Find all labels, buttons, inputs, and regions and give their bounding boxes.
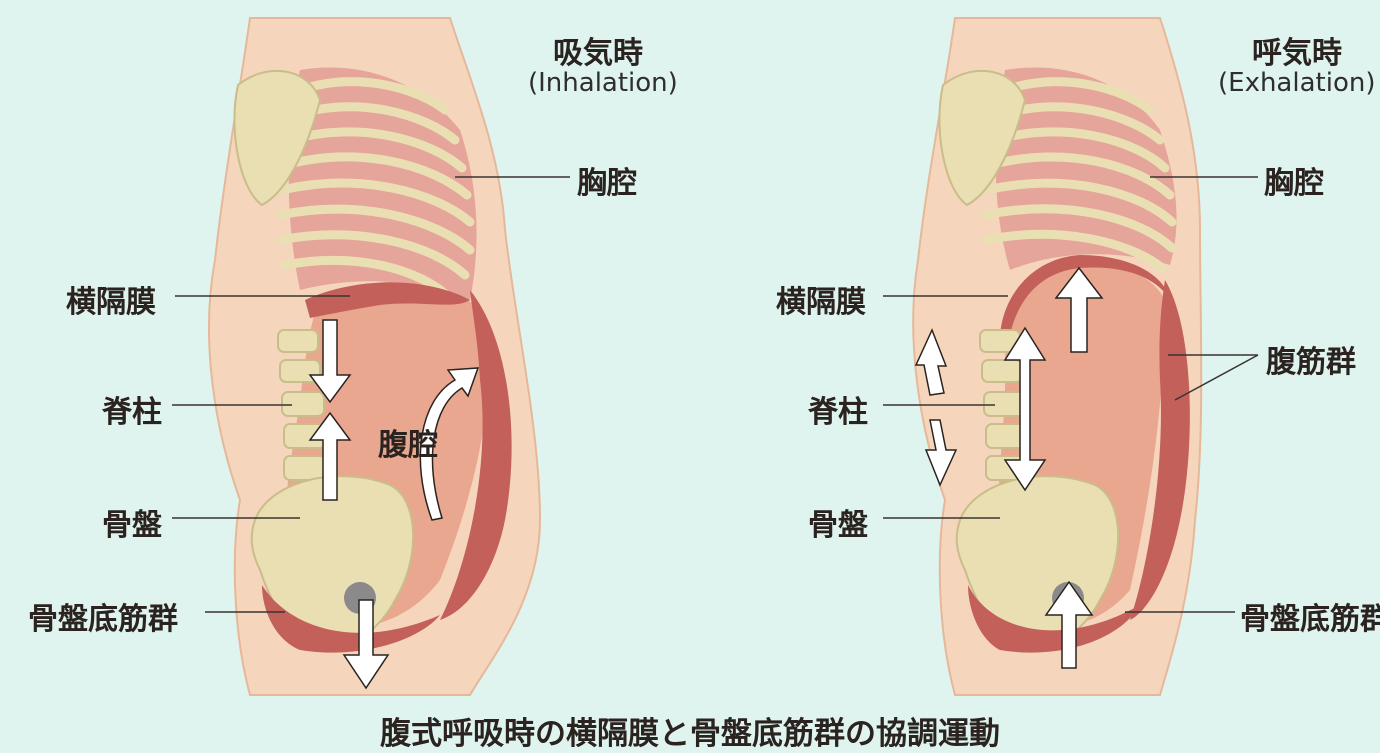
exhale-arrow-outline-up xyxy=(914,328,948,396)
inhale-title-en: (Inhalation) xyxy=(528,68,678,98)
inhale-label-abdominal-cavity: 腹腔 xyxy=(378,428,438,463)
inhale-diaphragm xyxy=(305,282,470,318)
exhale-label-abdominal-muscles: 腹筋群 xyxy=(1266,345,1356,380)
inhale-arrow-up-spine xyxy=(308,411,352,501)
exhale-label-spine: 脊柱 xyxy=(808,395,868,430)
exhale-ribs xyxy=(980,77,1177,273)
inhale-abdominal-muscles xyxy=(440,290,512,620)
exhale-arrow-up-floor xyxy=(1044,580,1094,669)
inhale-title-jp: 吸気時 xyxy=(553,36,643,71)
inhale-label-spine: 脊柱 xyxy=(102,395,162,430)
inhale-pelvic-floor xyxy=(262,585,440,653)
inhale-label-pelvis: 骨盤 xyxy=(102,508,162,543)
exhale-arrows xyxy=(914,266,1104,669)
exhale-diaphragm xyxy=(1000,255,1170,345)
diagram-caption: 腹式呼吸時の横隔膜と骨盤底筋群の協調運動 xyxy=(380,716,1000,752)
inhale-arrows xyxy=(308,319,480,690)
inhale-arrow-curve-abdomen xyxy=(419,367,480,521)
exhale-scapula xyxy=(938,69,1027,207)
exhale-leader-lines xyxy=(883,176,1259,613)
exhale-title-jp: 呼気時 xyxy=(1252,36,1342,71)
exhale-arrow-updown-spine xyxy=(1003,326,1047,492)
inhale-arrow-down-diaphragm xyxy=(308,319,352,404)
exhale-spine xyxy=(979,329,1029,481)
inhale-arrow-down-floor xyxy=(342,599,390,690)
exhale-label-thoracic: 胸腔 xyxy=(1264,166,1324,201)
inhale-leader-lines xyxy=(172,176,570,613)
exhale-label-diaphragm: 横隔膜 xyxy=(776,285,866,320)
exhale-title-en: (Exhalation) xyxy=(1218,68,1376,98)
exhale-arrow-outline-down xyxy=(924,419,958,487)
exhale-label-pelvis: 骨盤 xyxy=(808,508,868,543)
exhale-label-pelvic-floor: 骨盤底筋群 xyxy=(1240,602,1380,637)
exhalation-panel xyxy=(912,17,1203,696)
inhale-label-thoracic: 胸腔 xyxy=(577,166,637,201)
inhalation-panel xyxy=(208,17,542,696)
inhale-scapula xyxy=(233,69,322,207)
inhale-label-pelvic-floor: 骨盤底筋群 xyxy=(28,602,178,637)
exhale-abdominal-muscles xyxy=(1130,280,1190,620)
inhale-label-diaphragm: 横隔膜 xyxy=(66,285,156,320)
exhale-pelvic-floor xyxy=(968,585,1140,653)
exhale-arrow-up-diaphragm xyxy=(1054,266,1104,353)
